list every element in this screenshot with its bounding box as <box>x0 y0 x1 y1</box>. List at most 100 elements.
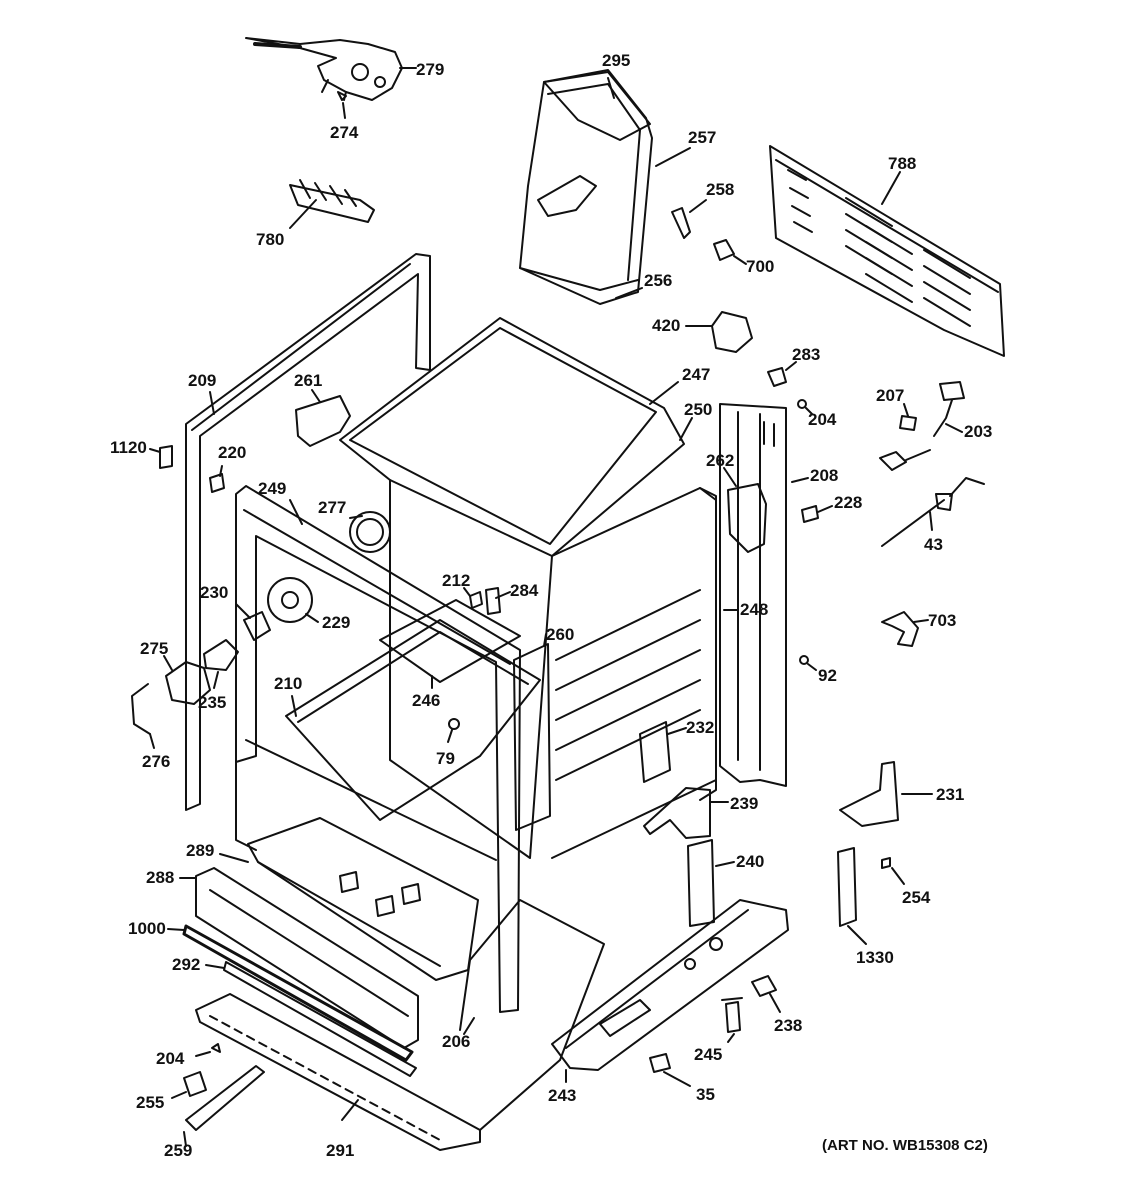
leader-262 <box>723 467 737 487</box>
part-284-bracket <box>485 587 501 615</box>
leader-788 <box>881 171 901 205</box>
callout-92: 92 <box>818 666 837 685</box>
part-240-bracket <box>687 839 715 927</box>
callout-43: 43 <box>924 535 943 554</box>
callout-1120: 1120 <box>110 438 147 457</box>
callout-780: 780 <box>256 230 285 249</box>
callout-291: 291 <box>326 1141 355 1160</box>
callout-204-bottom: 204 <box>156 1049 185 1068</box>
callout-204: 204 <box>808 410 837 429</box>
part-220-screw <box>209 473 225 493</box>
leader-292 <box>205 964 225 969</box>
callout-228: 228 <box>834 493 863 512</box>
callout-275: 275 <box>140 639 169 658</box>
leader-275 <box>163 655 173 671</box>
part-274-screw <box>337 91 347 101</box>
part-79-plug <box>448 718 460 730</box>
callout-274: 274 <box>330 123 359 142</box>
part-289-broiler-pan <box>247 817 479 981</box>
callout-243: 243 <box>548 1086 577 1105</box>
part-260-trim <box>513 643 551 831</box>
part-228-clip <box>801 505 819 523</box>
part-247-oven-top <box>339 317 685 557</box>
callout-700: 700 <box>746 257 775 276</box>
leader-92 <box>807 663 817 671</box>
leader-780 <box>289 199 317 229</box>
leader-283 <box>785 361 797 371</box>
leader-232 <box>667 727 687 735</box>
part-base-pan <box>195 899 605 1151</box>
callout-279: 279 <box>416 60 445 79</box>
leader-254 <box>891 867 905 885</box>
leader-79 <box>447 729 453 743</box>
leader-258 <box>689 199 707 213</box>
leader-250 <box>679 417 693 441</box>
callout-235: 235 <box>198 693 227 712</box>
part-231-bracket <box>839 761 899 827</box>
callout-246: 246 <box>412 691 441 710</box>
leader-229 <box>305 613 319 623</box>
leader-43 <box>929 511 933 531</box>
leader-256 <box>615 287 643 299</box>
callout-79: 79 <box>436 749 455 768</box>
part-275-lens <box>165 661 211 705</box>
part-420-grommet <box>711 311 753 353</box>
part-780-bracket <box>289 179 375 223</box>
part-235-bulb <box>203 639 239 671</box>
leader-220 <box>219 465 223 477</box>
callout-284: 284 <box>510 581 539 600</box>
part-246-oven-floor <box>379 599 521 683</box>
part-276-gasket <box>131 683 151 735</box>
part-283-clip <box>767 367 787 387</box>
leader-212 <box>463 587 471 597</box>
part-204-screw-bottom <box>211 1043 221 1053</box>
part-204-screw-top <box>797 399 807 409</box>
part-232-label <box>639 721 671 783</box>
callout-35: 35 <box>696 1085 715 1104</box>
part-245-orifice <box>721 997 743 1033</box>
callout-276: 276 <box>142 752 171 771</box>
leader-204-bottom <box>195 1051 211 1057</box>
part-1000-rail <box>182 924 414 1062</box>
leader-245 <box>727 1033 735 1043</box>
part-258-clip <box>671 207 691 239</box>
part-249-front-frame <box>235 485 521 1013</box>
leader-700 <box>733 255 747 265</box>
part-207-switch <box>899 415 917 431</box>
leader-207 <box>903 403 909 417</box>
callout-203: 203 <box>964 422 993 441</box>
callout-245: 245 <box>694 1045 723 1064</box>
callout-230: 230 <box>200 583 229 602</box>
callout-255: 255 <box>136 1093 165 1112</box>
callout-209: 209 <box>188 371 217 390</box>
part-259-door-rail <box>185 1065 265 1131</box>
leader-284 <box>495 591 511 599</box>
part-1330-bracket <box>837 847 857 927</box>
callout-239: 239 <box>730 794 759 813</box>
part-277-vent-ring <box>349 511 391 553</box>
leader-1120 <box>149 448 161 453</box>
leader-230 <box>235 603 251 619</box>
part-288-kick-panel <box>195 867 419 1049</box>
callout-212: 212 <box>442 571 471 590</box>
part-35-clip <box>649 1053 671 1073</box>
leader-1000 <box>167 928 185 931</box>
part-210-bottom-frame <box>285 619 541 821</box>
callout-295: 295 <box>602 51 631 70</box>
leader-257 <box>655 147 691 167</box>
callout-256: 256 <box>644 271 673 290</box>
part-239-bracket <box>643 787 711 839</box>
callout-277: 277 <box>318 498 347 517</box>
leader-255 <box>171 1091 187 1099</box>
leader-1330 <box>847 925 867 945</box>
callout-703: 703 <box>928 611 957 630</box>
callout-210: 210 <box>274 674 303 693</box>
part-255-leveler <box>183 1071 207 1097</box>
callout-229: 229 <box>322 613 351 632</box>
callout-292: 292 <box>172 955 201 974</box>
part-229-light-housing <box>267 577 313 623</box>
leader-249 <box>289 499 303 525</box>
leader-261 <box>311 389 321 403</box>
callout-250: 250 <box>684 400 713 419</box>
